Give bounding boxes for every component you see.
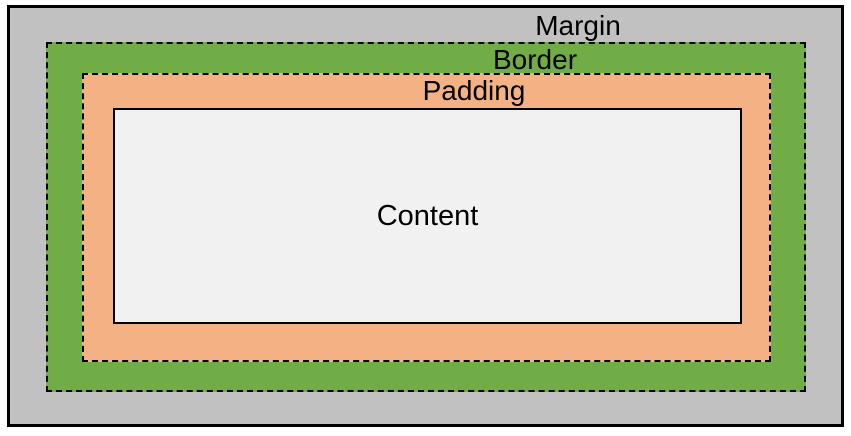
content-label: Content [376, 199, 479, 232]
content-area: Content [113, 108, 742, 324]
margin-label: Margin [535, 10, 621, 41]
border-label: Border [492, 44, 578, 75]
padding-label: Padding [422, 75, 526, 106]
